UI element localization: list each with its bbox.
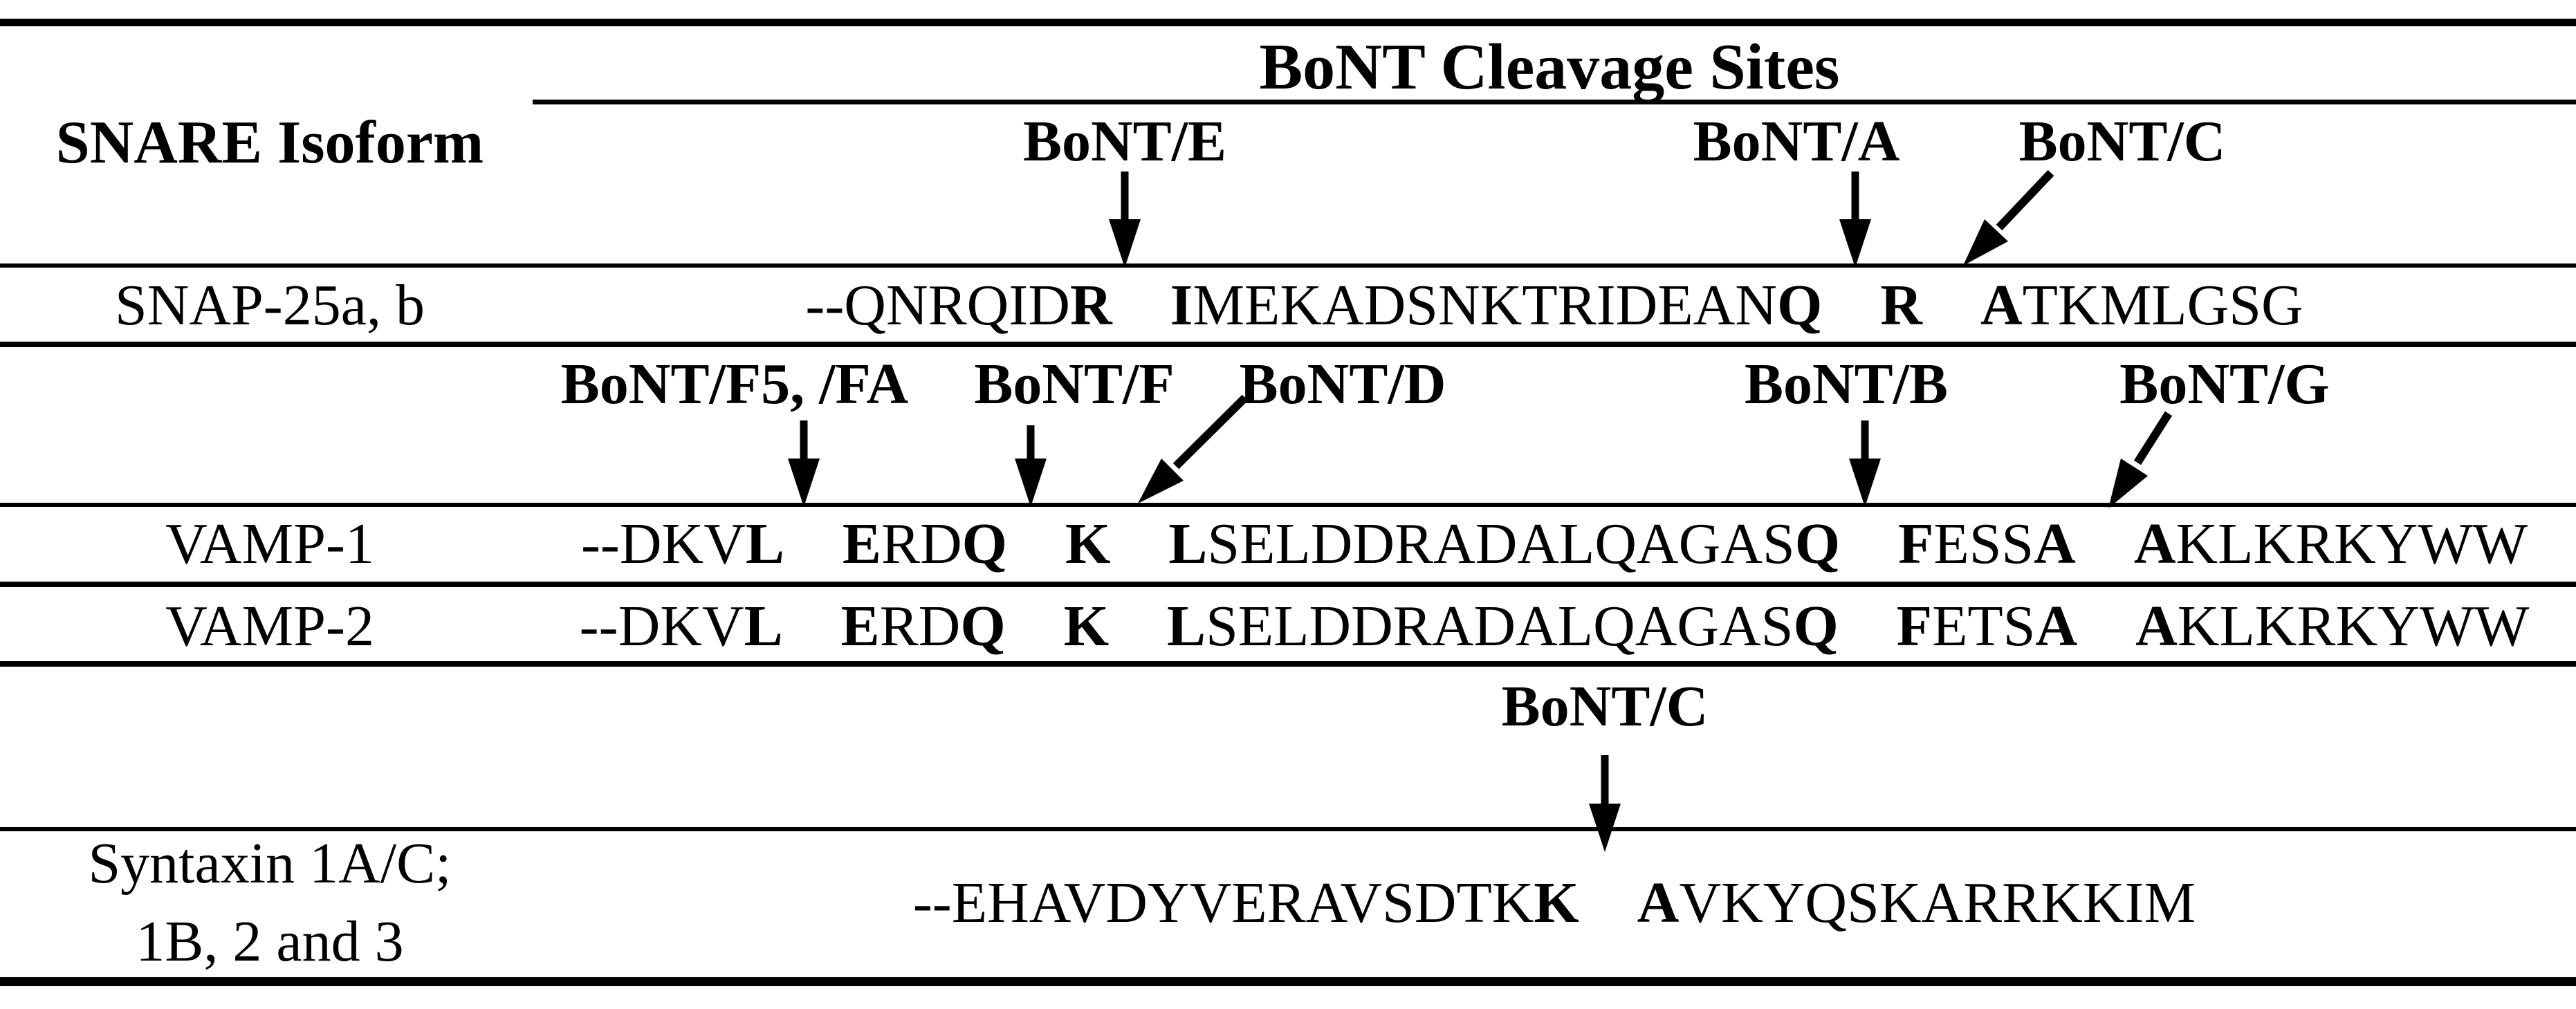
cleavage-residue: L [744,594,783,658]
rule-above-syntaxin-row [0,827,2576,831]
cleavage-residue: K [1065,512,1111,576]
cleavage-arrow-bont-c-syntaxin-icon [1589,755,1621,852]
cleavage-residue: Q [1793,594,1839,658]
cleavage-residue: A [1980,273,2023,337]
sequence-segment: SELDDRADALQAGAS [1206,594,1794,658]
isoform-label-vamp2: VAMP-2 [165,594,374,658]
cleavage-arrow-bont-a-icon [1839,172,1871,268]
span-header-bont-cleavage-sites: BoNT Cleavage Sites [1259,31,1840,103]
cleavage-residue: L [1168,512,1208,576]
isoform-label-syntaxin-line2: 1B, 2 and 3 [136,909,404,974]
cleavage-residue: A [2133,512,2176,576]
cleavage-residue: I [1170,273,1193,337]
rule-above-vamp1-row [0,503,2576,507]
cleavage-residue: L [745,512,784,576]
cleavage-arrow-bont-b-icon [1849,420,1881,507]
cleavage-residue: K [1534,871,1579,935]
cleavage-residue: K [1063,594,1110,658]
cleavage-residue: A [2035,594,2078,658]
sequence-segment: --EHAVDYVERAVSDTK [912,871,1534,935]
cleavage-residue: Q [962,512,1007,576]
isoform-label-syntaxin-line1: Syntaxin 1A/C; [88,831,452,896]
sequence-segment: SELDDRADALQAGAS [1207,512,1795,576]
toxin-label-bont-e: BoNT/E [1022,109,1227,174]
rule-below-snap25-row [0,342,2576,347]
rule-top-border [0,19,2576,26]
cleavage-residue: F [1896,594,1933,658]
cleavage-residue: R [1880,273,1922,337]
isoform-label-vamp1: VAMP-1 [165,512,374,576]
column-header-snare-isoform: SNARE Isoform [55,109,484,176]
sequence-segment: --DKV [579,594,744,658]
sequence-segment: --QNRQID [805,273,1070,337]
cleavage-residue: A [1637,871,1680,935]
toxin-label-bont-f: BoNT/F [974,352,1175,416]
rule-below-vamp2-row [0,661,2576,667]
cleavage-residue: A [2034,512,2076,576]
toxin-label-bont-b: BoNT/B [1744,352,1949,416]
sequence-vamp1: --DKVL ERDQ K LSELDDRADALQAGASQ FESSA AK… [533,515,2576,573]
sequence-segment: ESS [1933,512,2034,576]
rule-under-span-header [533,100,2576,104]
toxin-label-bont-g: BoNT/G [2119,352,2330,416]
sequence-snap25: --QNRQIDR IMEKADSNKTRIDEANQ R ATKMLGSG [533,277,2576,335]
sequence-segment: ETS [1932,594,2036,658]
rule-between-vamp-rows [0,582,2576,587]
cleavage-arrow-bont-e-icon [1109,172,1141,268]
cleavage-residue: E [842,512,881,576]
sequence-segment: --DKV [580,512,746,576]
sequence-segment: RD [881,512,962,576]
toxin-label-bont-c-snap: BoNT/C [2018,109,2226,174]
cleavage-arrow-bont-c-snap-icon [1963,169,2054,266]
sequence-segment: KLKRKYWW [2177,594,2530,658]
cleavage-arrow-bont-f-icon [1015,425,1047,507]
sequence-segment: TKMLGSG [2022,273,2303,337]
cleavage-residue: A [2135,594,2178,658]
sequence-vamp2: --DKVL ERDQ K LSELDDRADALQAGASQ FETSA AK… [533,598,2576,656]
sequence-segment: VKYQSKARRKKIM [1679,871,2196,935]
cleavage-arrow-bont-f5-fa-icon [788,420,820,507]
sequence-segment: KLKRKYWW [2175,512,2528,576]
rule-above-snap25-row [0,263,2576,268]
cleavage-residue: R [1069,273,1112,337]
sequence-segment: RD [879,594,961,658]
cleavage-residue: Q [1776,273,1823,337]
cleavage-residue: Q [1794,512,1841,576]
isoform-label-snap25: SNAP-25a, b [114,273,425,337]
cleavage-arrow-bont-g-icon [2108,411,2173,508]
cleavage-residue: E [840,594,880,658]
cleavage-residue: Q [960,594,1006,658]
toxin-label-bont-c-syntaxin: BoNT/C [1501,674,1709,739]
toxin-label-bont-f5-fa: BoNT/F5, /FA [560,352,909,416]
sequence-syntaxin: --EHAVDYVERAVSDTKK AVKYQSKARRKKIM [533,874,2576,932]
toxin-label-bont-a: BoNT/A [1693,109,1900,174]
cleavage-residue: L [1167,594,1206,658]
rule-bottom-border [0,977,2576,986]
sequence-segment: MEKADSNKTRIDEAN [1193,273,1777,337]
toxin-label-bont-d: BoNT/D [1239,352,1446,416]
cleavage-residue: F [1898,512,1934,576]
cleavage-arrow-bont-d-icon [1138,394,1249,503]
